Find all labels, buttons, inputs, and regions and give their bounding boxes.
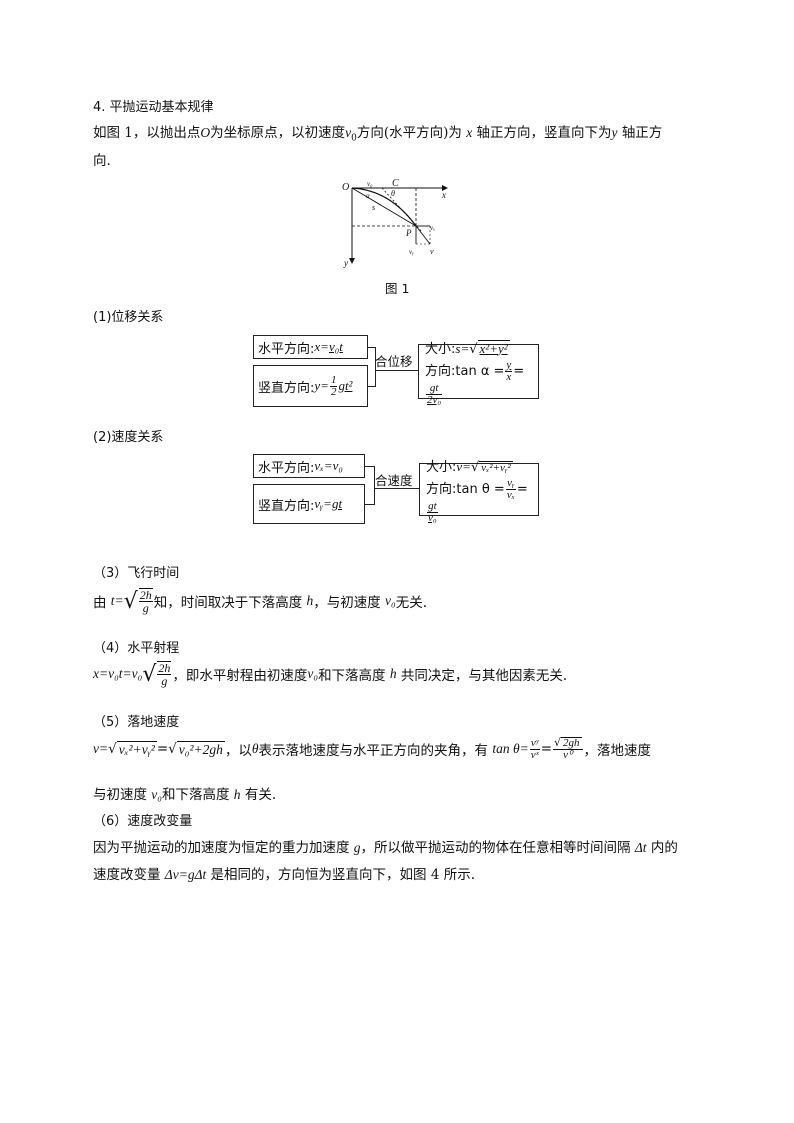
vel-vertical-box: 竖直方向:vᵧ=gt	[253, 484, 365, 524]
v-vector	[415, 225, 431, 245]
label-v: v	[430, 247, 434, 256]
label-vx: vₓ	[430, 224, 435, 232]
intro-line-2: 向.	[93, 153, 111, 169]
vel-magnitude: 大小:v=√vₓ²+vᵧ²	[426, 458, 513, 475]
delta-v-line-2: 速度改变量 Δv=gΔt 是相同的，方向恒为竖直向下，如图 4 所示.	[93, 867, 476, 883]
displacement-line	[351, 187, 417, 227]
label-P: P	[405, 228, 412, 238]
label-alpha: α	[366, 192, 370, 200]
intro-line-1: 如图 1，以抛出点O为坐标原点，以初速度v0方向(水平方向)为 x 轴正方向，竖…	[93, 121, 662, 144]
tangent-dashed	[381, 187, 423, 233]
y-axis-arrow-icon	[349, 258, 355, 264]
displacement-heading: (1)位移关系	[93, 310, 164, 325]
landing-line-2: 与初速度 v₀和下落高度 h 有关.	[93, 787, 277, 803]
intro-text: 为坐标原点，以初速度	[210, 125, 346, 141]
label-v0: v₀	[367, 180, 373, 188]
label-y: y	[343, 258, 348, 268]
disp-horizontal-box: 水平方向:x=v₀t	[253, 335, 368, 359]
label-O: O	[342, 182, 349, 193]
y-symbol: y	[611, 125, 618, 140]
velocity-heading: (2)速度关系	[93, 430, 164, 445]
x-axis-arrow-icon	[442, 185, 448, 191]
v0-symbol: v	[345, 125, 352, 140]
range-heading: （4）水平射程	[93, 641, 180, 656]
intro-text: 如图 1，以抛出点	[93, 125, 201, 141]
disp-magnitude: 大小:s=√x²+y²	[425, 339, 510, 357]
figure-caption: 图 1	[385, 281, 410, 296]
intro-text: 方向(水平方向)为	[356, 125, 462, 141]
label-s: s	[372, 203, 375, 212]
projectile-figure: O v₀ C x θ α s P vₓ vᵧ v y	[342, 178, 448, 268]
vel-horizontal-box: 水平方向:vₓ=v₀	[253, 454, 365, 478]
trajectory-curve	[351, 187, 417, 227]
label-x: x	[441, 190, 446, 200]
delta-v-heading: （6）速度改变量	[93, 814, 193, 829]
origin-symbol: O	[200, 125, 211, 140]
delta-v-line-1: 因为平抛运动的加速度为恒定的重力加速度 g，所以做平抛运动的物体在任意相等时间间…	[93, 840, 678, 856]
v0-subscript: 0	[351, 133, 357, 144]
section-title: 4. 平抛运动基本规律	[93, 100, 214, 115]
x-symbol: x	[466, 125, 473, 140]
label-vy: vᵧ	[409, 248, 414, 256]
flight-time-heading: （3）飞行时间	[93, 566, 180, 581]
landing-heading: （5）落地速度	[93, 715, 180, 730]
label-theta: θ	[391, 189, 395, 198]
combine-displacement-label: 合位移	[375, 354, 413, 369]
intro-text: 轴正方向，竖直向下为	[476, 125, 612, 141]
label-C: C	[392, 178, 399, 189]
combine-velocity-label: 合速度	[375, 473, 413, 488]
intro-text: 轴正方	[621, 125, 663, 141]
